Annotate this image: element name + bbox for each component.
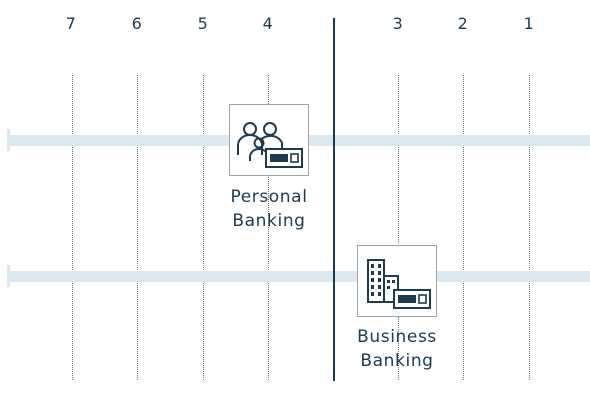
personal-banking-label-line2: Banking (232, 211, 306, 231)
buildings-wallet-icon (367, 259, 431, 309)
business-banking-label: Business Banking (337, 325, 457, 373)
column-label-6: 6 (131, 14, 143, 33)
family-wallet-icon (237, 122, 303, 168)
personal-banking-label-line1: Personal (230, 187, 308, 207)
column-label-7: 7 (65, 14, 77, 33)
column-label-2: 2 (457, 14, 469, 33)
business-banking-label-line2: Banking (360, 351, 434, 371)
column-gridline-6 (137, 75, 138, 380)
column-gridline-1 (529, 75, 530, 380)
track-business (9, 271, 590, 282)
column-gridline-3 (398, 75, 399, 380)
column-gridline-4 (268, 75, 269, 380)
column-label-3: 3 (392, 14, 404, 33)
business-banking-icon-box (357, 245, 437, 317)
track-cap-business (7, 265, 10, 287)
track-cap-personal (7, 129, 10, 151)
personal-banking-label: Personal Banking (209, 185, 329, 233)
personal-banking-icon-box (229, 104, 309, 176)
business-banking-label-line1: Business (357, 327, 437, 347)
center-divider (333, 18, 335, 381)
column-gridline-2 (463, 75, 464, 380)
column-gridline-7 (72, 75, 73, 380)
column-label-4: 4 (262, 14, 274, 33)
column-gridline-5 (203, 75, 204, 380)
column-label-1: 1 (523, 14, 535, 33)
column-label-5: 5 (197, 14, 209, 33)
